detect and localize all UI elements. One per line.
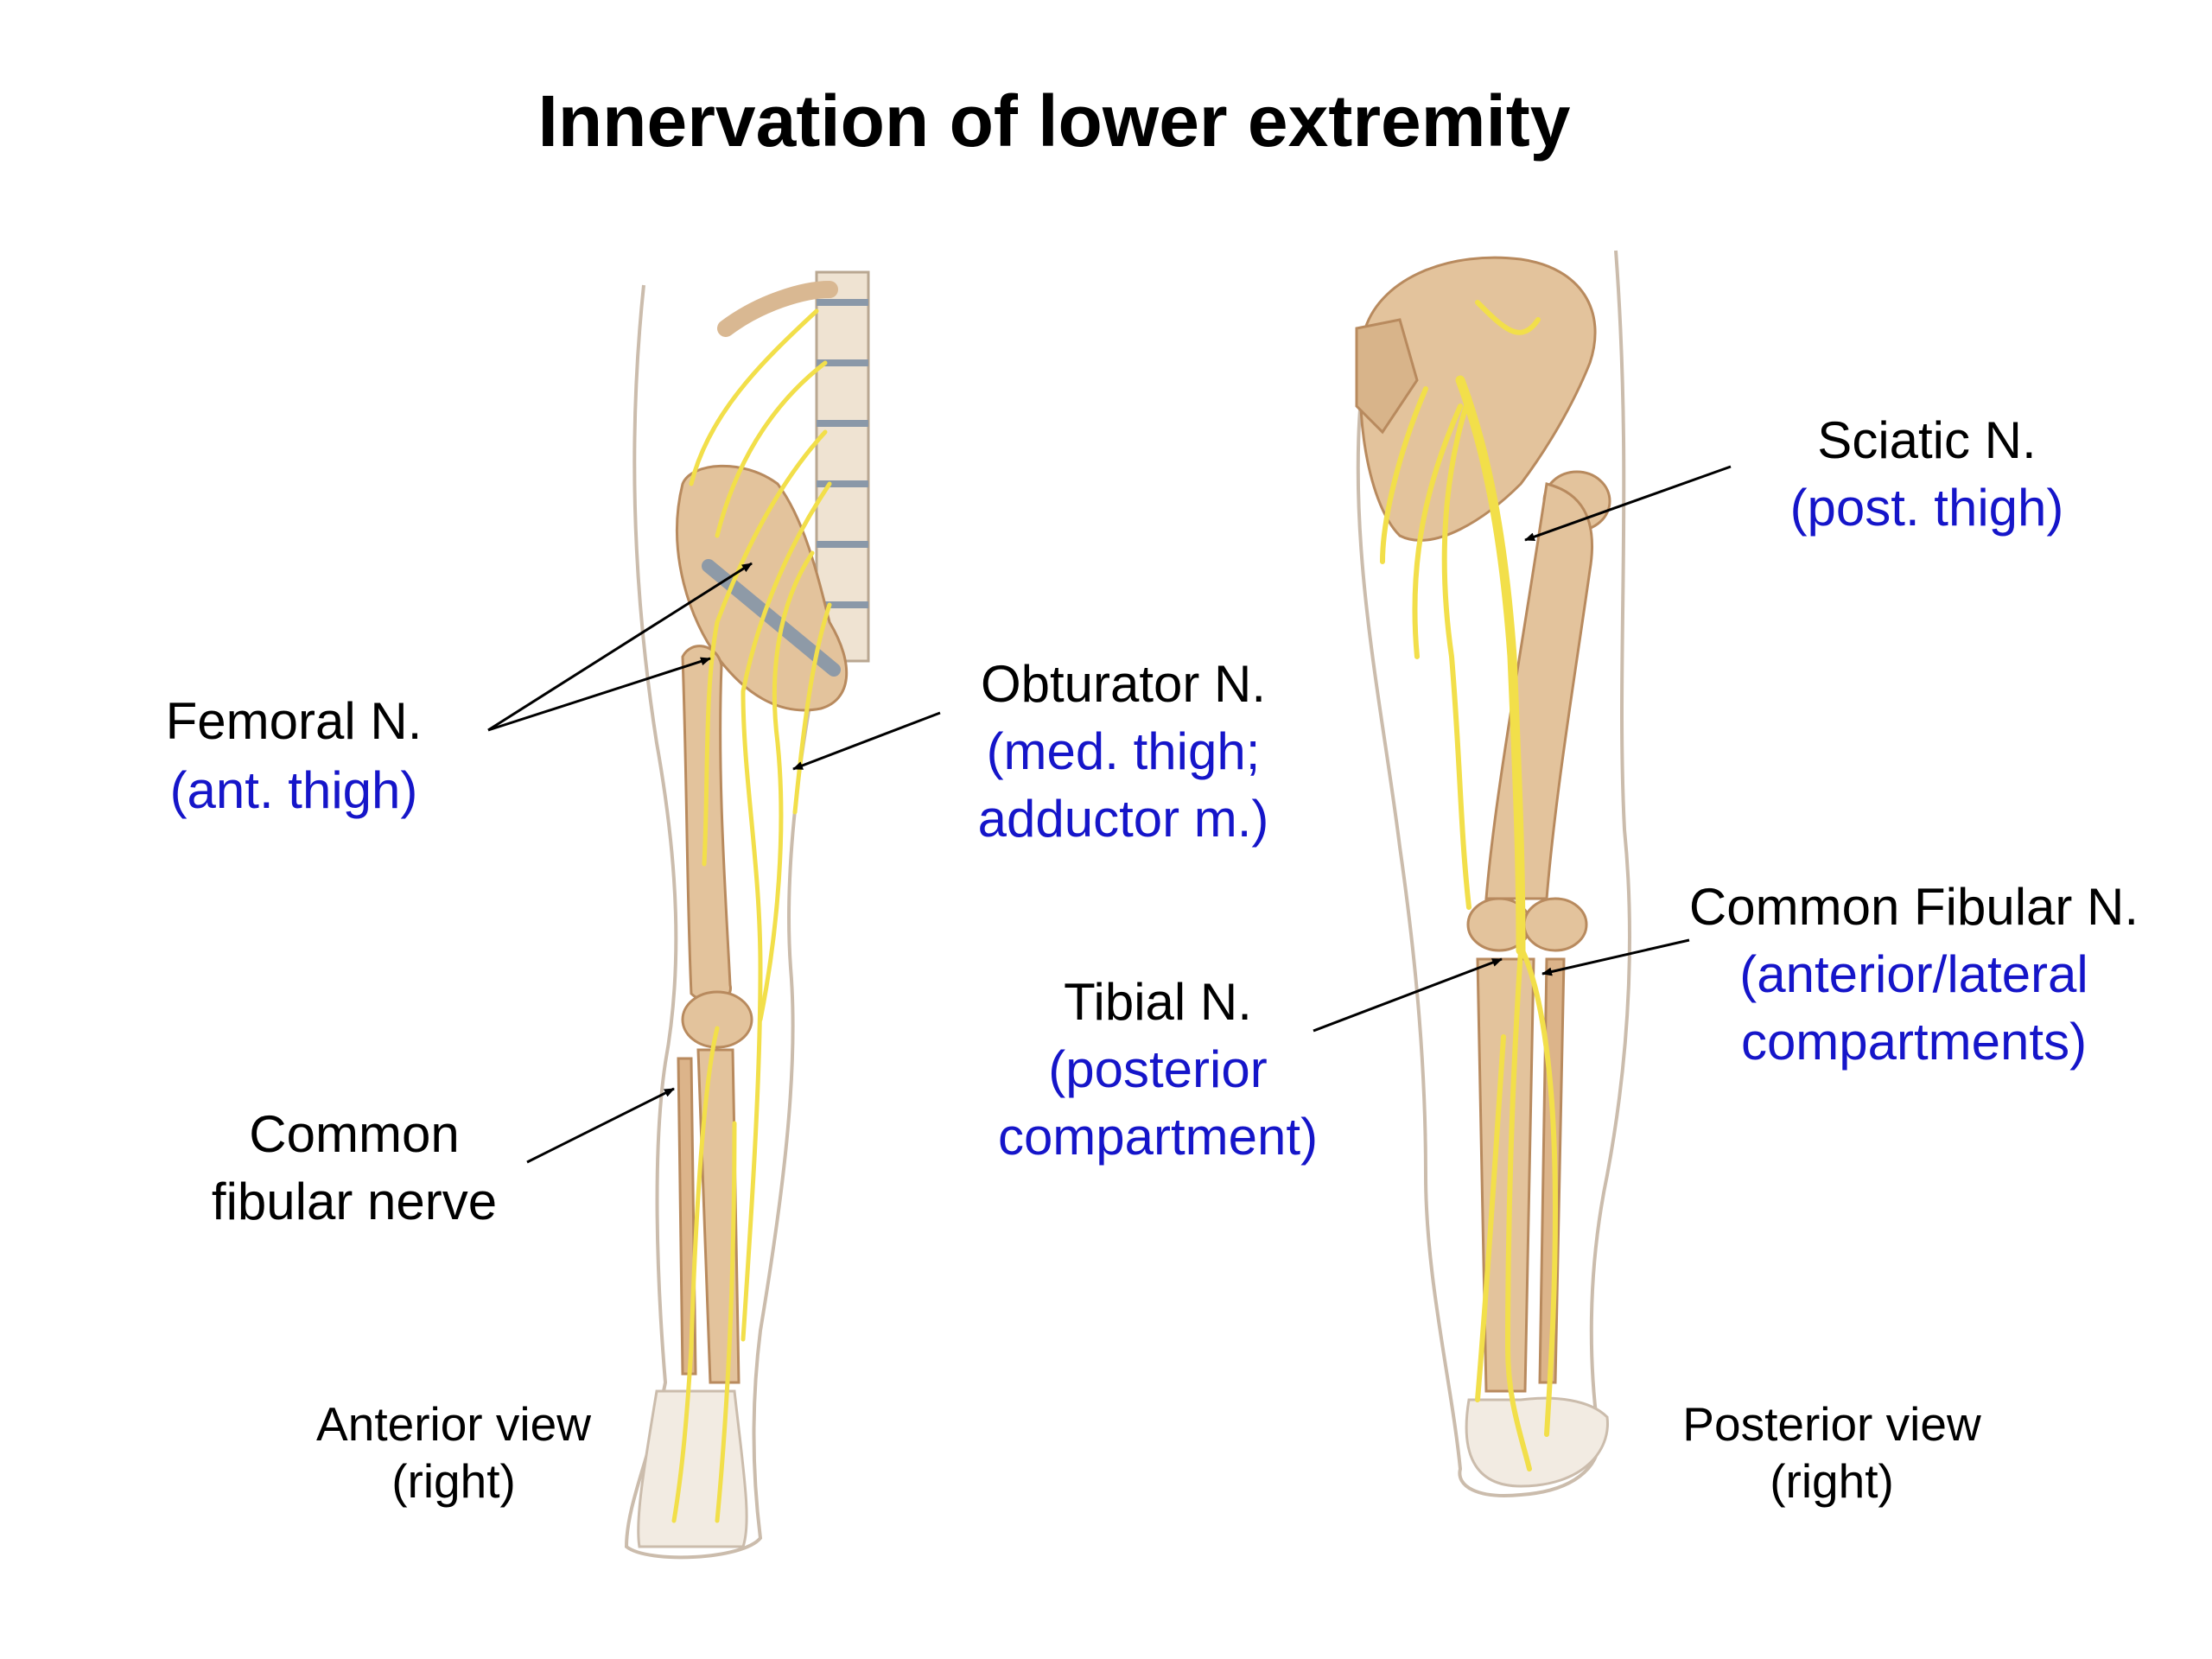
common-fibular-right-arrow — [1541, 938, 1690, 976]
common-fibular-right-region-line2: compartments) — [1740, 1013, 2088, 1071]
slide-title: Innervation of lower extremity — [537, 80, 1571, 162]
posterior-leg-figure — [1355, 250, 1631, 1497]
posterior-view-caption: Posterior view (right) — [1655, 1395, 2009, 1510]
tibial-arrow — [1313, 957, 1503, 1033]
anterior-view-caption: Anterior view (right) — [285, 1395, 622, 1510]
common-fibular-left-line2: fibular nerve — [211, 1173, 498, 1230]
femoral-nerve-label: Femoral N. (ant. thigh) — [130, 696, 458, 817]
lumbar-spine — [815, 270, 870, 663]
sciatic-nerve-label: Sciatic N. (post. thigh) — [1745, 415, 2108, 534]
posterior-nerves — [1380, 300, 1559, 1471]
common-fibular-left-line1: Common — [249, 1105, 460, 1163]
anterior-nerves — [671, 308, 832, 1523]
common-fibular-right-region-line1: (anterior/lateral — [1739, 945, 2088, 1003]
sciatic-region: (post. thigh) — [1789, 479, 2064, 537]
posterior-view-line2: (right) — [1770, 1454, 1894, 1508]
obturator-arrow — [792, 711, 941, 771]
anterior-view-line1: Anterior view — [316, 1397, 591, 1451]
femoral-name: Femoral N. — [165, 692, 423, 750]
obturator-name: Obturator N. — [980, 655, 1267, 713]
posterior-view-line1: Posterior view — [1682, 1397, 1981, 1451]
tibial-region-line1: (posterior — [1048, 1040, 1268, 1098]
tibial-name: Tibial N. — [1064, 973, 1252, 1031]
common-fibular-left-arrow — [526, 1087, 675, 1164]
common-fibular-nerve-right-label: Common Fibular N. (anterior/lateral comp… — [1659, 881, 2169, 1068]
anterior-view-line2: (right) — [391, 1454, 516, 1508]
obturator-region-line2: adductor m.) — [977, 790, 1269, 848]
sciatic-arrow — [1524, 465, 1732, 542]
common-fibular-nerve-left-label: Common fibular nerve — [186, 1109, 523, 1228]
tibial-region-line2: compartment) — [997, 1108, 1319, 1166]
femoral-region: (ant. thigh) — [169, 761, 418, 819]
posterior-pelvis — [1358, 256, 1597, 542]
leader-lines — [487, 465, 1732, 1164]
tibial-nerve-label: Tibial N. (posterior compartment) — [968, 976, 1348, 1163]
femoral-arrow-1 — [487, 562, 753, 732]
sciatic-name: Sciatic N. — [1817, 411, 2037, 469]
posterior-leg-outline — [1356, 250, 1631, 1497]
common-fibular-right-name: Common Fibular N. — [1688, 878, 2139, 936]
obturator-region-line1: (med. thigh; — [986, 722, 1261, 780]
obturator-nerve-label: Obturator N. (med. thigh; adductor m.) — [950, 658, 1296, 845]
femoral-arrow-2 — [487, 657, 711, 732]
anterior-leg-figure — [624, 270, 870, 1560]
